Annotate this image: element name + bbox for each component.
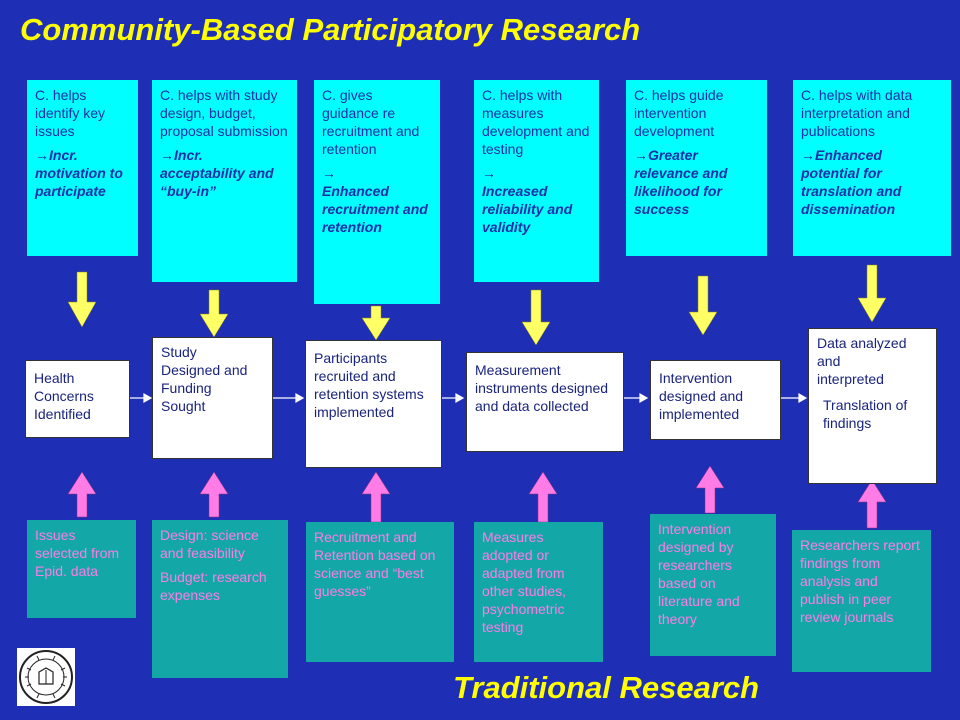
step-text: Measurement instruments designed and dat… [475,362,609,414]
step-text: Study Designed and Funding Sought [161,344,248,414]
traditional-box-1: Issues selected from Epid. data [27,520,136,618]
community-box-5: C. helps guide intervention development … [626,80,767,256]
traditional-box-3: Recruitment and Retention based on scien… [306,522,454,662]
traditional-text: Design: science and feasibility [160,527,259,561]
arrow-right-icon: → [160,147,174,163]
community-result: Enhanced potential for translation and d… [801,147,902,217]
traditional-box-2: Design: science and feasibility Budget: … [152,520,288,678]
traditional-box-6: Researchers report findings from analysi… [792,530,931,672]
down-arrow-2 [199,289,229,338]
community-box-1: C. helps identify key issues →Incr. moti… [27,80,138,256]
community-text: C. helps with measures development and t… [482,87,590,157]
up-arrow-5 [695,465,725,514]
up-arrow-6 [857,479,887,529]
step-text: Health Concerns Identified [34,370,94,422]
arrow-right-icon: → [35,147,49,163]
traditional-text: Issues selected from Epid. data [35,527,120,579]
traditional-text: Intervention designed by researchers bas… [658,521,740,627]
traditional-box-4: Measures adopted or adapted from other s… [474,522,603,662]
step-data-analyzed: Data analyzed and interpreted Translatio… [808,328,937,484]
community-box-4: C. helps with measures development and t… [474,80,599,282]
community-box-3: C. gives guidance re recruitment and ret… [314,80,440,304]
traditional-text: Recruitment and Retention based on scien… [314,529,436,599]
community-text: C. helps with study design, budget, prop… [160,87,288,139]
community-text: C. helps guide intervention development [634,87,724,139]
down-arrow-3 [361,305,391,341]
traditional-text: Measures adopted or adapted from other s… [482,529,567,635]
community-text: C. helps with data interpretation and pu… [801,87,913,139]
community-box-2: C. helps with study design, budget, prop… [152,80,297,282]
community-text: C. gives guidance re recruitment and ret… [322,87,420,157]
step-text-translation: Translation of findings [823,397,908,431]
university-seal-icon [17,648,75,706]
community-box-6: C. helps with data interpretation and pu… [793,80,951,256]
down-arrow-4 [521,289,551,346]
arrow-right-icon: → [801,147,815,163]
up-arrow-4 [528,471,558,523]
traditional-research-title: Traditional Research [453,670,760,705]
page-title: Community-Based Participatory Research [20,12,641,47]
down-arrow-5 [688,275,718,336]
up-arrow-1 [67,471,97,518]
step-health-concerns: Health Concerns Identified [25,360,130,438]
community-result: Incr. motivation to participate [35,147,123,199]
community-result: Increased reliability and validity [482,183,573,235]
step-study-designed: Study Designed and Funding Sought [152,337,273,459]
up-arrow-3 [361,471,391,523]
arrow-right-icon: → [634,147,648,163]
step-participants-recruited: Participants recruited and retention sys… [305,340,442,468]
community-result: Enhanced recruitment and retention [322,183,428,235]
traditional-text: Researchers report findings from analysi… [800,537,920,625]
step-text: Intervention designed and implemented [659,370,744,422]
down-arrow-6 [857,264,887,323]
arrow-right-icon: → [482,165,496,181]
down-arrow-1 [67,271,97,328]
traditional-text-budget: Budget: research expenses [160,569,267,603]
step-text: Participants recruited and retention sys… [314,350,424,420]
community-result: Incr. acceptability and “buy-in” [160,147,274,199]
community-text: C. helps identify key issues [35,87,106,139]
community-result: Greater relevance and likelihood for suc… [634,147,728,217]
arrow-right-icon: → [322,165,336,181]
step-text: Data analyzed and interpreted [817,335,907,387]
traditional-box-5: Intervention designed by researchers bas… [650,514,776,656]
up-arrow-2 [199,471,229,518]
step-intervention-designed: Intervention designed and implemented [650,360,781,440]
step-measurement-instruments: Measurement instruments designed and dat… [466,352,624,452]
